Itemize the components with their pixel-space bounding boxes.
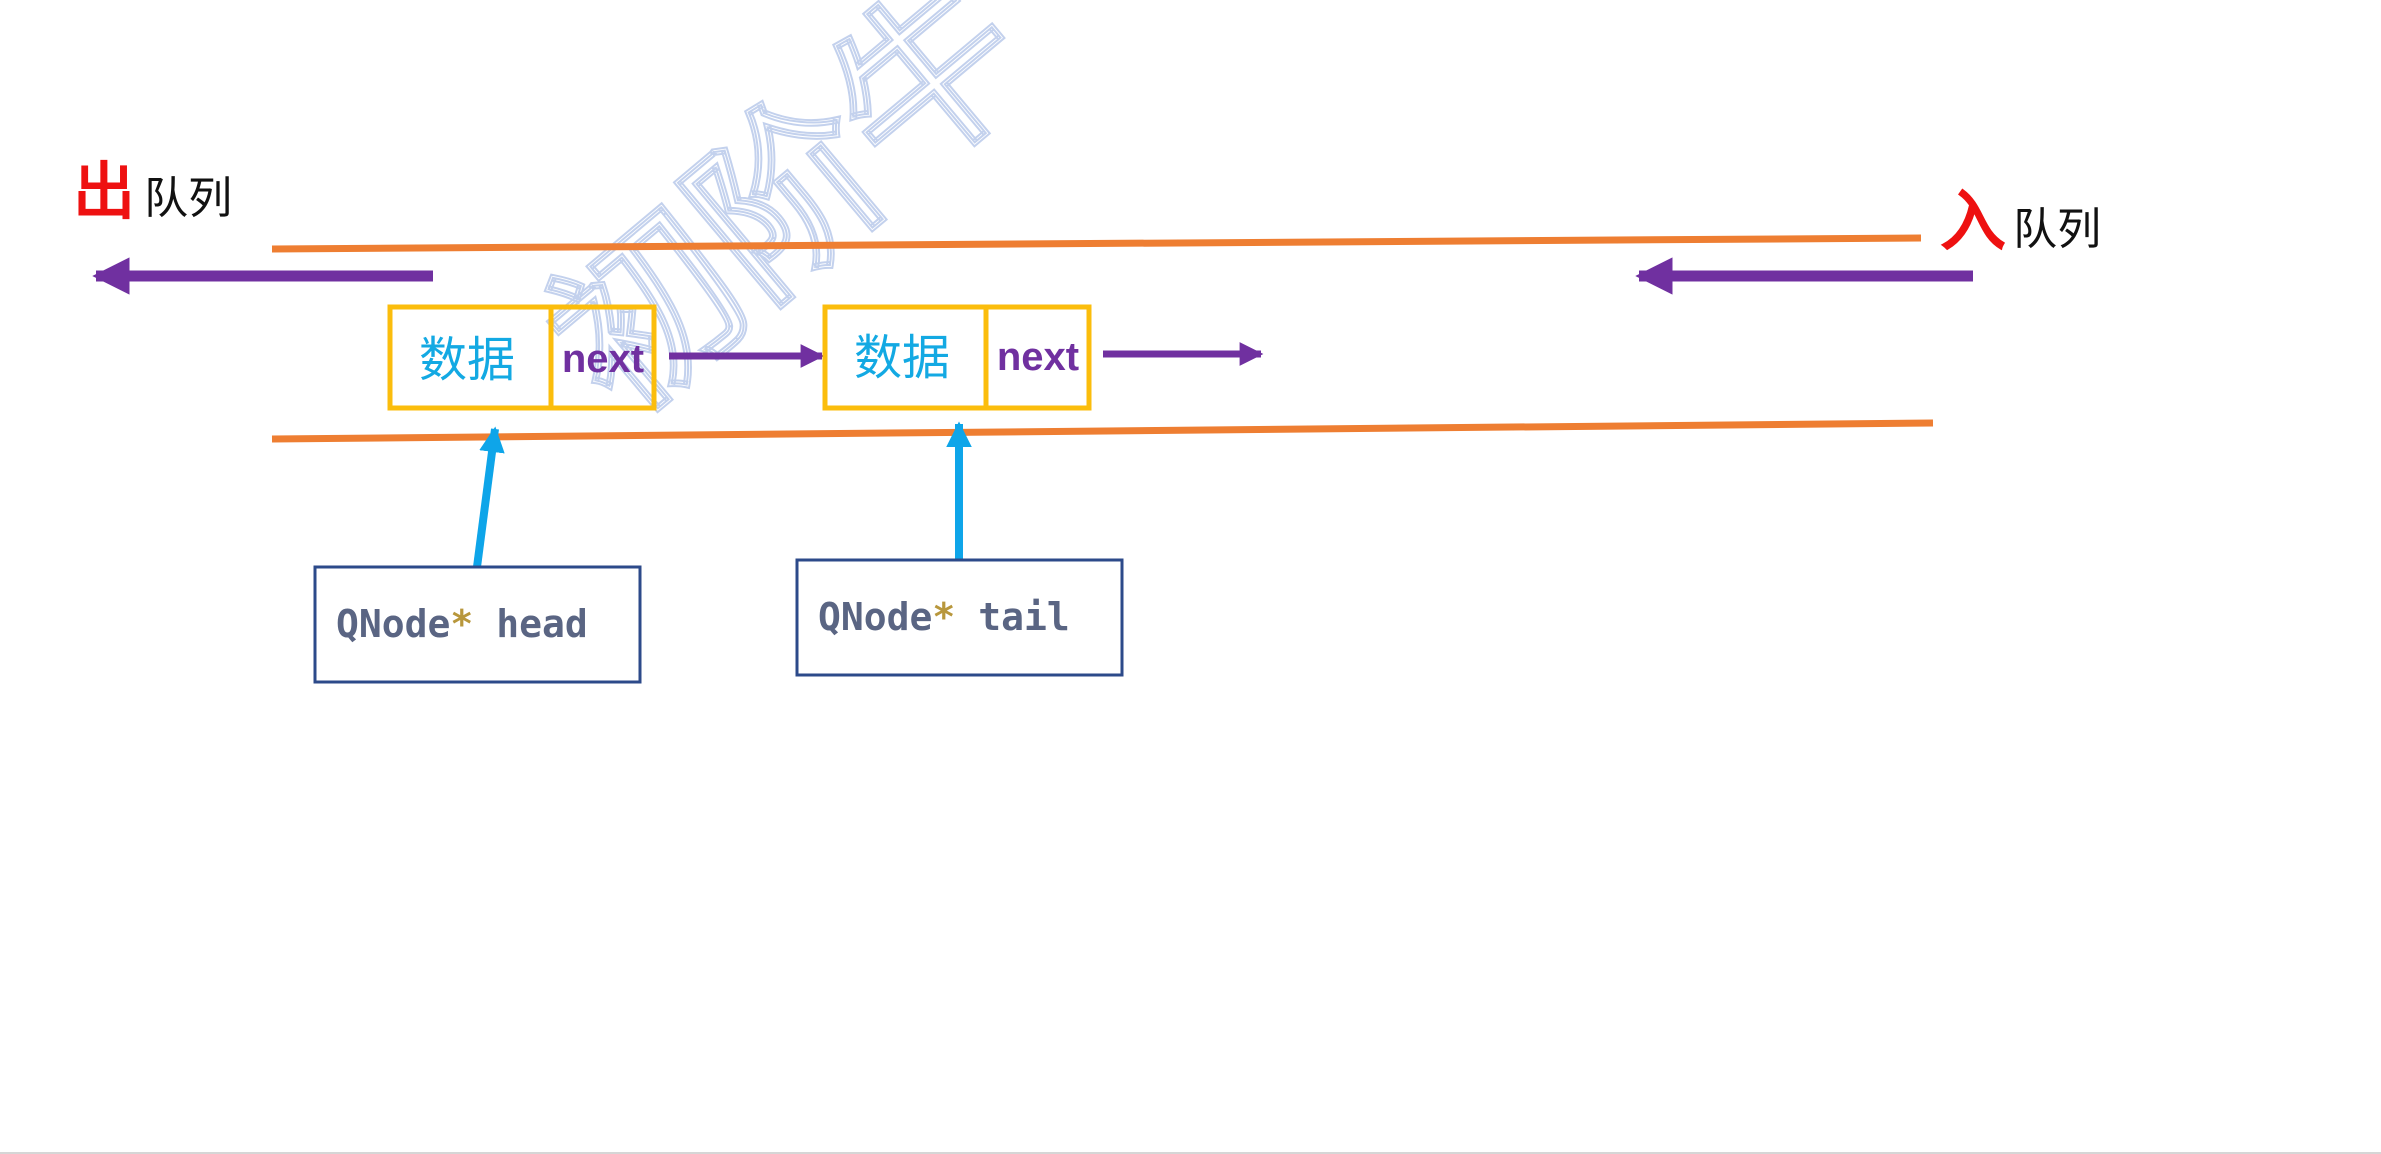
queue-bottom-border [271, 419, 1934, 443]
node-1-next-cell [548, 304, 657, 411]
tail-pointer-label: QNode* tail [818, 595, 1070, 639]
head-pointer-name: head [496, 602, 588, 646]
node-2-next-label: next [997, 335, 1079, 379]
slide-bottom-edge [0, 1152, 2381, 1154]
node-1-data-label: 数据 [419, 332, 515, 388]
queue-node-1: 数据 next [387, 304, 657, 411]
dequeue-label: 出 队列 [73, 155, 232, 228]
head-pointer-type: QNode [336, 602, 450, 646]
enqueue-label: 入 队列 [1940, 183, 2101, 260]
tail-pointer-star: * [932, 595, 955, 639]
dequeue-highlight: 出 [73, 155, 135, 228]
queue-top-border [271, 234, 1922, 253]
tail-pointer-name: tail [978, 595, 1070, 639]
node-2-data-label: 数据 [854, 330, 950, 386]
tail-pointer-box [795, 558, 1124, 677]
dequeue-text: 队列 [144, 173, 232, 224]
head-pointer-box [313, 565, 642, 684]
enqueue-highlight: 入 [1940, 183, 2006, 260]
node-1-next-label: next [562, 337, 644, 381]
tail-pointer-type: QNode [818, 595, 932, 639]
node-2-next-cell [983, 304, 1092, 411]
head-pointer-arrow [473, 426, 505, 568]
head-pointer-star: * [450, 602, 473, 646]
enqueue-text: 队列 [2013, 204, 2101, 255]
queue-node-2: 数据 next [822, 304, 1092, 411]
head-pointer-label: QNode* head [336, 602, 588, 646]
